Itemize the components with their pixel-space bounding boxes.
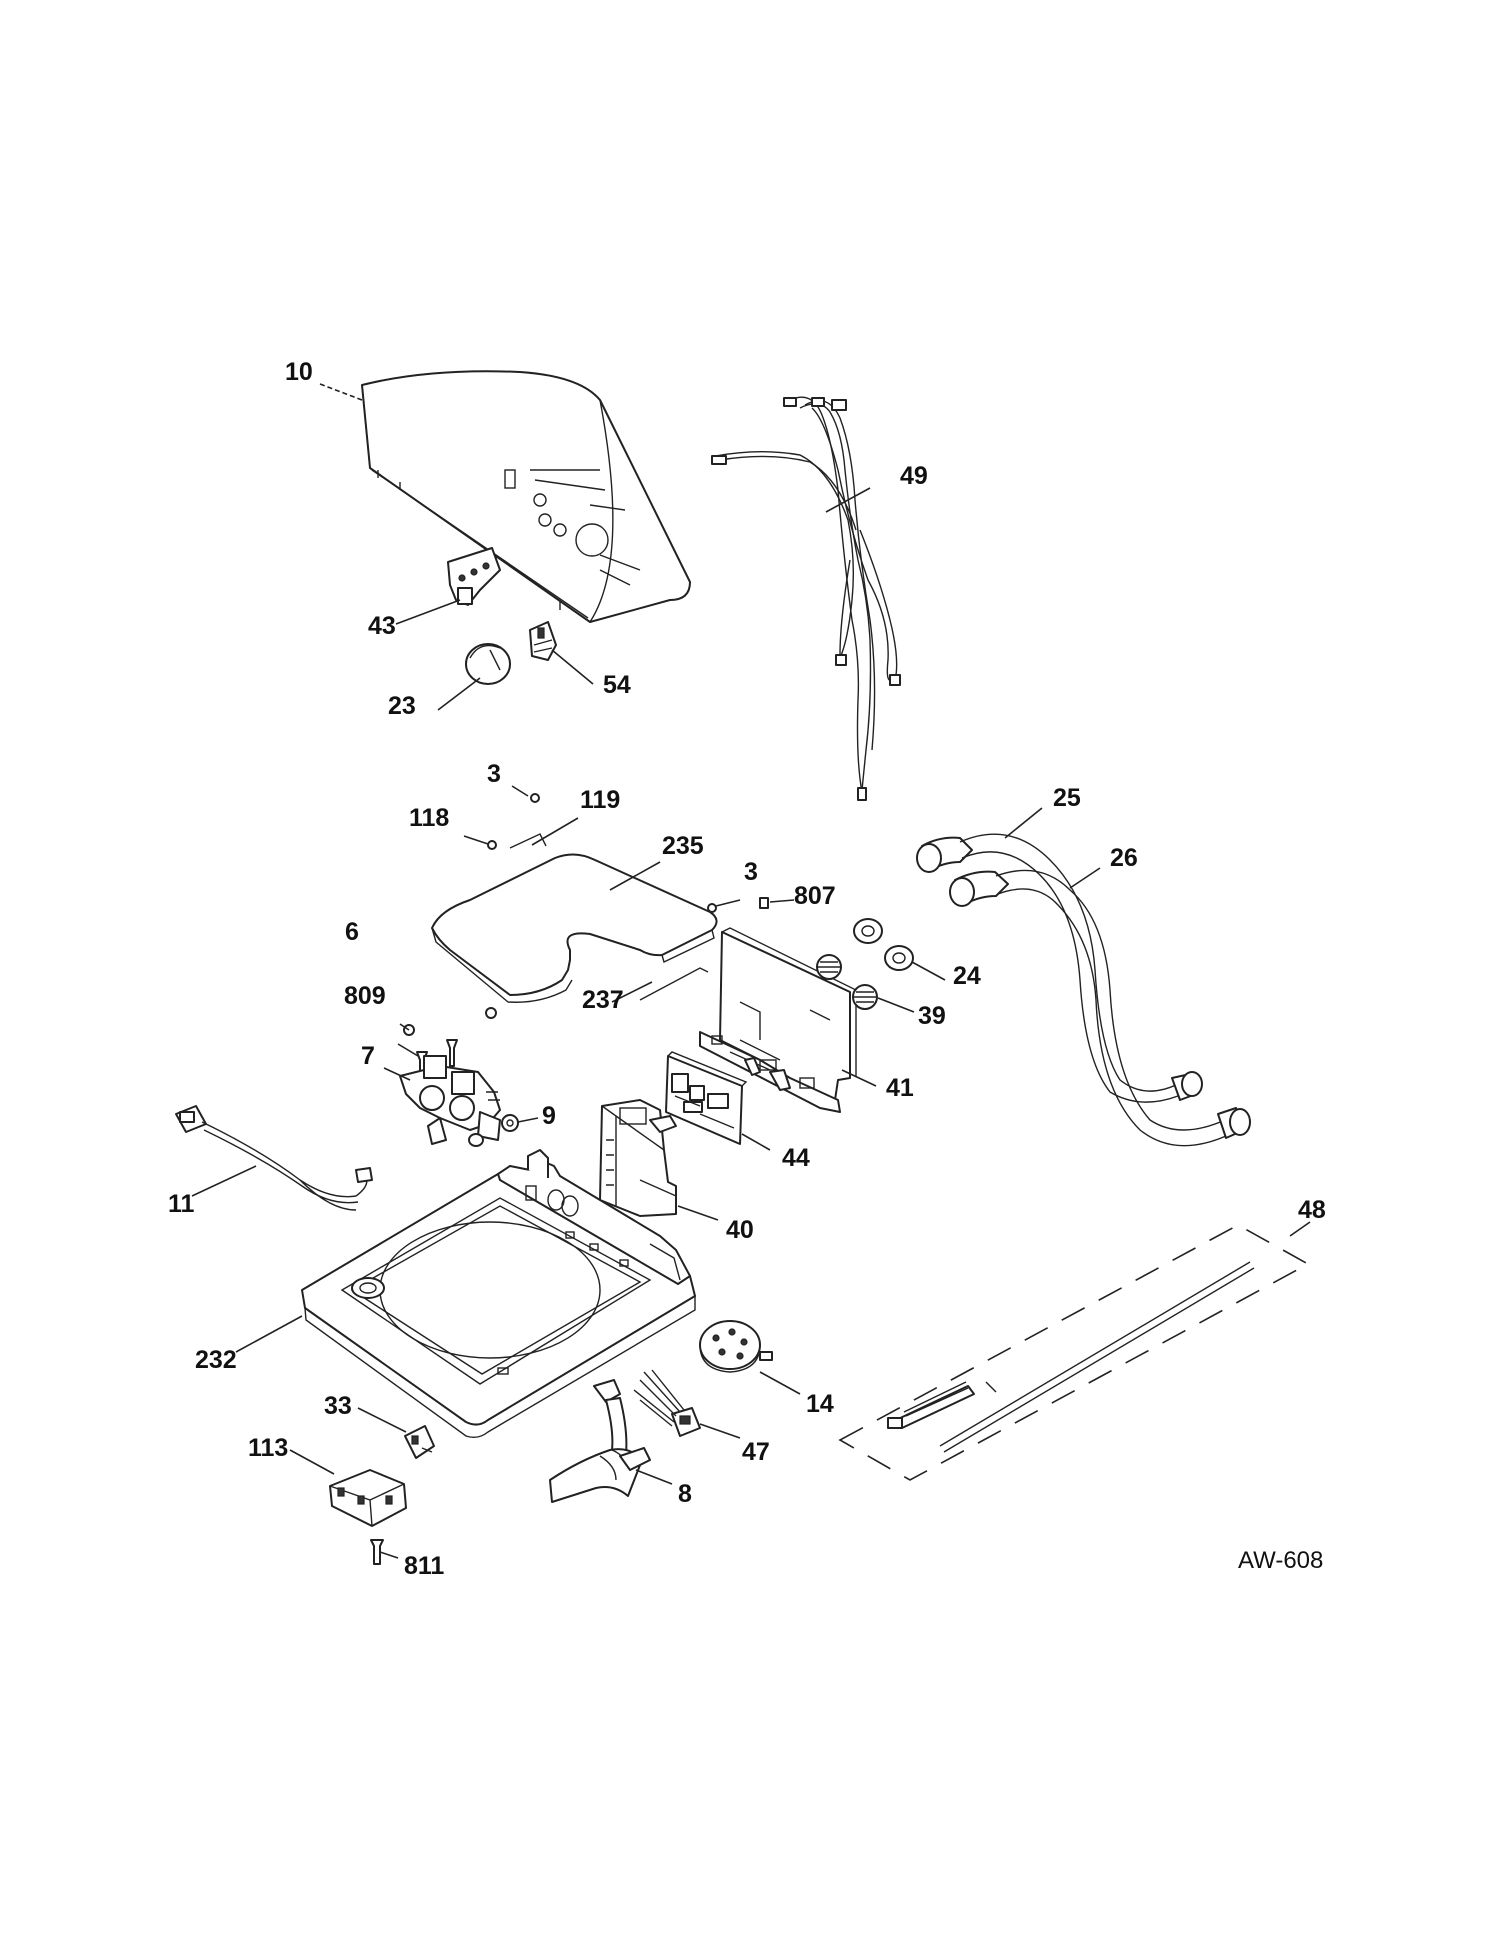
label-809: 809 — [344, 982, 386, 1010]
part-7-water-valve — [399, 1055, 501, 1147]
label-235: 235 — [662, 832, 704, 860]
label-14: 14 — [806, 1390, 834, 1418]
diagram-code: AW-608 — [1238, 1547, 1323, 1574]
label-43: 43 — [368, 612, 396, 640]
part-8-drain-hose — [549, 1379, 651, 1503]
label-26: 26 — [1110, 844, 1138, 872]
label-7: 7 — [361, 1042, 375, 1070]
leader-lines — [191, 383, 1311, 1559]
part-113-lid-lock — [329, 1469, 407, 1527]
part-54-rotary-switch — [529, 621, 557, 661]
label-3b: 3 — [744, 858, 758, 886]
part-41-bracket — [699, 927, 857, 1113]
part-811-screw — [370, 1539, 384, 1565]
label-811: 811 — [404, 1552, 444, 1580]
label-44: 44 — [782, 1144, 810, 1172]
part-11-power-cord — [175, 1105, 373, 1211]
part-26-cold-hose — [949, 869, 1251, 1147]
part-33-lid-switch — [404, 1425, 435, 1459]
part-49-wire-harness — [711, 396, 901, 801]
part-24-washer — [853, 918, 914, 971]
part-9-clamp — [501, 1114, 519, 1132]
part-14-pressure-switch — [699, 1320, 773, 1373]
label-49: 49 — [900, 462, 928, 490]
label-33: 33 — [324, 1392, 352, 1420]
label-10: 10 — [285, 358, 313, 386]
part-39-filter-screen — [816, 954, 878, 1010]
part-40-control-module — [599, 1099, 677, 1217]
label-8: 8 — [678, 1480, 692, 1508]
label-23: 23 — [388, 692, 416, 720]
label-40: 40 — [726, 1216, 754, 1244]
part-labels: 10 49 43 54 23 3 118 119 235 3 807 25 26… — [168, 358, 1326, 1580]
part-25-hot-hose — [916, 833, 1203, 1103]
label-39: 39 — [918, 1002, 946, 1030]
label-47: 47 — [742, 1438, 770, 1466]
label-25: 25 — [1053, 784, 1081, 812]
label-24: 24 — [953, 962, 981, 990]
part-235-lid — [431, 853, 718, 1003]
label-41: 41 — [886, 1074, 914, 1102]
part-43-switch — [447, 547, 501, 606]
label-118: 118 — [409, 804, 449, 832]
label-54: 54 — [603, 671, 631, 699]
part-47-wiring-connector — [633, 1369, 701, 1437]
label-807: 807 — [794, 882, 836, 910]
part-237-hinge-wire — [639, 967, 709, 1001]
label-113: 113 — [248, 1434, 288, 1462]
label-3a: 3 — [487, 760, 501, 788]
part-23-knob — [465, 643, 511, 685]
label-119: 119 — [580, 786, 620, 814]
label-11: 11 — [168, 1190, 195, 1218]
part-44-control-board — [665, 1051, 748, 1145]
part-232-top-cover — [301, 1149, 696, 1439]
part-10-control-panel — [361, 370, 691, 623]
label-48: 48 — [1298, 1196, 1326, 1224]
label-237: 237 — [582, 986, 624, 1014]
label-9: 9 — [542, 1102, 556, 1130]
part-48-kit — [838, 1224, 1310, 1481]
label-232: 232 — [195, 1346, 237, 1374]
label-6: 6 — [345, 918, 359, 946]
